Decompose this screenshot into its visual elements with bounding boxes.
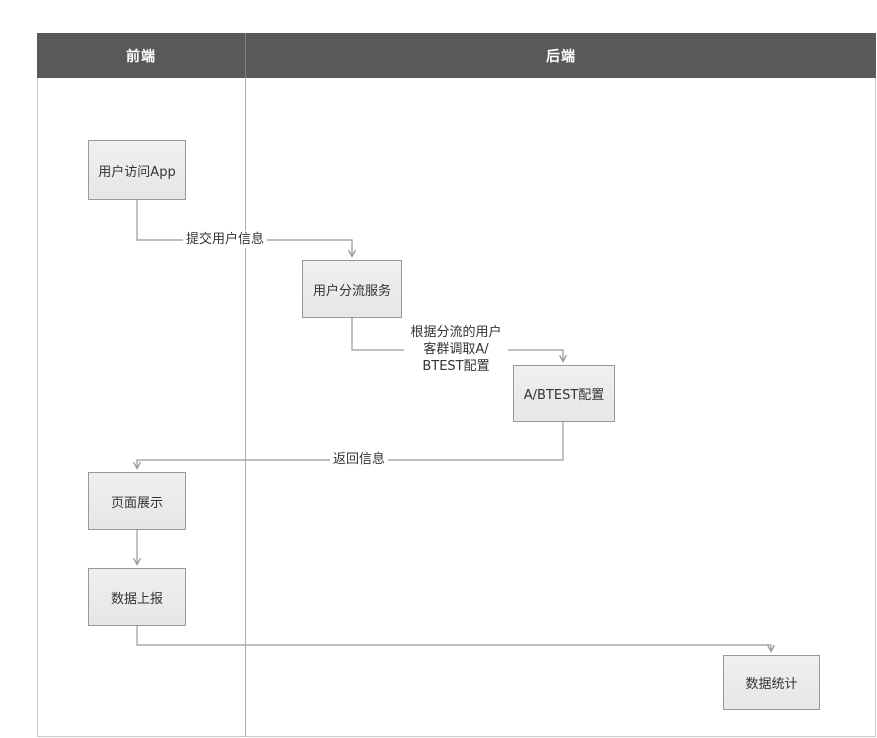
node-data-report-label: 数据上报 xyxy=(110,591,163,607)
node-data-report: 数据上报 xyxy=(88,568,186,626)
node-page-display-label: 页面展示 xyxy=(110,495,163,511)
node-visit-app: 用户访问App xyxy=(88,140,186,200)
diagram-frame xyxy=(37,33,876,737)
node-split-service-label: 用户分流服务 xyxy=(312,283,391,299)
lane-header-bar: 前端 后端 xyxy=(37,33,876,78)
node-split-service: 用户分流服务 xyxy=(302,260,402,318)
edge-label-fetch-config: 根据分流的用户 客群调取A/ BTEST配置 xyxy=(404,324,508,375)
edge-label-submit-info: 提交用户信息 xyxy=(183,231,268,248)
lane-divider xyxy=(245,78,246,737)
node-data-stats: 数据统计 xyxy=(723,655,820,710)
node-data-stats-label: 数据统计 xyxy=(745,677,798,692)
edge-label-return-info: 返回信息 xyxy=(330,451,389,468)
node-abtest-config-label: A/BTEST配置 xyxy=(523,388,605,403)
node-abtest-config: A/BTEST配置 xyxy=(513,365,615,422)
lane-header-backend: 后端 xyxy=(245,33,876,78)
node-page-display: 页面展示 xyxy=(88,472,186,530)
lane-header-frontend: 前端 xyxy=(126,48,156,65)
node-visit-app-label: 用户访问App xyxy=(98,164,176,180)
